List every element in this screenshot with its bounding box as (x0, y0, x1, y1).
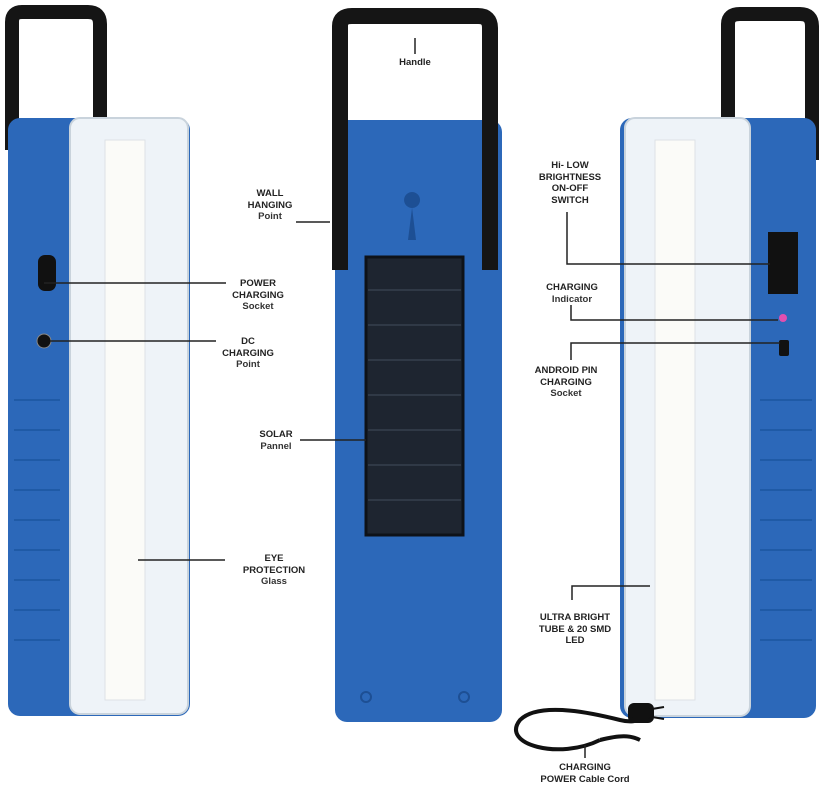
tube-led (654, 139, 696, 701)
solar-panel (364, 255, 465, 537)
middle-lantern (332, 7, 502, 722)
left-lantern (5, 4, 190, 716)
right-lantern (620, 7, 819, 718)
dc-point (36, 333, 52, 349)
android-socket (779, 340, 789, 356)
leader-lines (44, 38, 780, 758)
handle-left (5, 4, 107, 150)
brightness-switch (768, 232, 798, 294)
label-handle: Handle (399, 57, 431, 68)
power-socket (38, 255, 56, 291)
charging-indicator (779, 314, 787, 322)
power-cable (514, 703, 665, 752)
